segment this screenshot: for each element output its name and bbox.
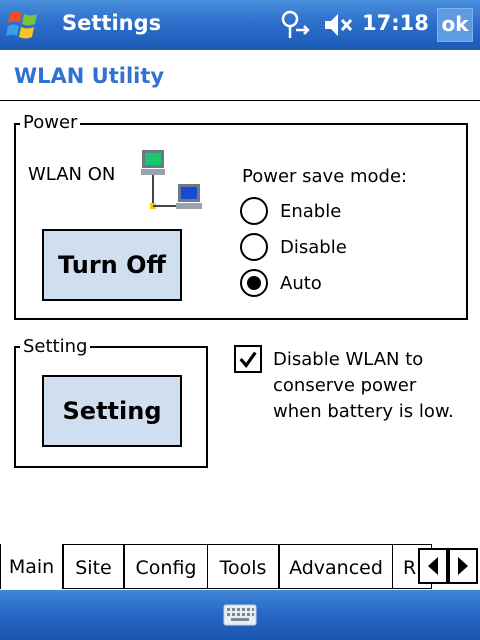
setting-group-label: Setting [20,336,91,357]
setting-group [14,346,208,468]
power-save-label: Power save mode: [242,166,408,187]
soft-key-bar [0,590,480,640]
tab-advanced[interactable]: Advanced [279,544,393,589]
ok-button[interactable]: ok [437,8,473,42]
radio-auto-label[interactable]: Auto [280,273,322,294]
radio-disable[interactable] [240,233,268,261]
turn-off-button[interactable]: Turn Off [42,229,182,301]
right-arrow-icon [458,557,468,575]
disable-wlan-checkbox[interactable] [234,345,262,373]
clock[interactable]: 17:18 [362,11,429,35]
disable-wlan-line-2[interactable]: conserve power [273,375,417,396]
network-computers-icon [141,150,202,209]
tab-main[interactable]: Main [0,544,63,589]
disable-wlan-line-3[interactable]: when battery is low. [273,401,454,422]
disable-wlan-line-1[interactable]: Disable WLAN to [273,349,424,370]
tab-config[interactable]: Config [124,544,208,589]
power-group-label: Power [20,112,81,133]
header-divider [0,100,480,101]
radio-enable-label[interactable]: Enable [280,201,342,222]
tab-scroll-right-button[interactable] [448,548,478,584]
tab-scroll-left-button[interactable] [418,548,448,584]
checkmark-icon [239,351,257,369]
tab-tools[interactable]: Tools [207,544,279,589]
title-bar: Settings 17:18 ok [0,0,480,50]
volume-muted-icon[interactable] [322,9,354,41]
setting-button[interactable]: Setting [42,375,182,447]
power-group [14,123,468,320]
radio-auto[interactable] [240,269,268,297]
window-title: Settings [62,11,162,35]
radio-disable-label[interactable]: Disable [280,237,347,258]
connectivity-icon[interactable] [280,9,312,41]
radio-enable[interactable] [240,197,268,225]
left-arrow-icon [428,557,438,575]
windows-start-icon[interactable] [4,5,44,45]
wlan-status-text: WLAN ON [28,164,116,185]
keyboard-icon[interactable] [223,602,257,628]
tab-site[interactable]: Site [63,544,124,589]
page-title: WLAN Utility [14,64,165,88]
